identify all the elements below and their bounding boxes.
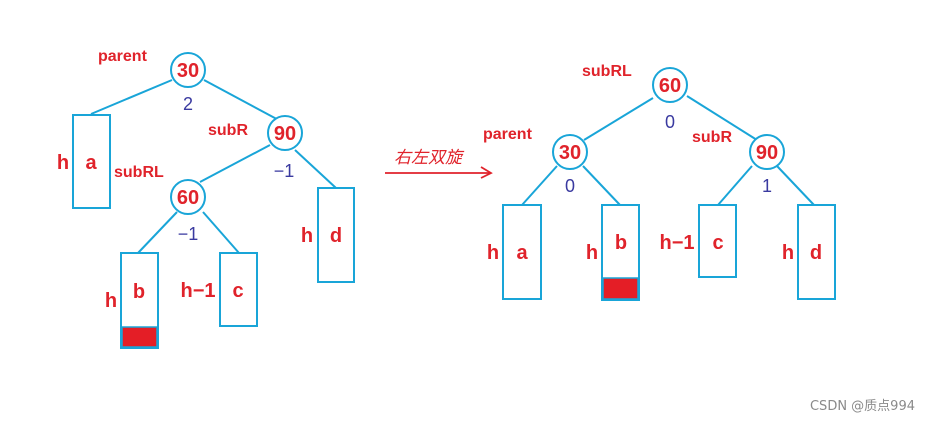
subtree-b-new-level bbox=[121, 326, 158, 348]
edge-60-90-after bbox=[686, 95, 758, 141]
svg-text:60: 60 bbox=[177, 187, 199, 209]
label-subRL-before: subRL bbox=[114, 164, 164, 181]
subtree-d-height: h bbox=[301, 225, 313, 247]
svg-text:90: 90 bbox=[274, 123, 296, 145]
edge-30-90 bbox=[203, 79, 287, 125]
svg-text:90: 90 bbox=[756, 142, 778, 164]
subtree-d-box-after bbox=[797, 204, 836, 300]
node-60-after: 60 bbox=[652, 67, 688, 103]
subtree-d-name: d bbox=[330, 225, 342, 247]
label-parent-after: parent bbox=[483, 126, 533, 143]
label-parent-before: parent bbox=[98, 48, 148, 65]
edge-30-b-after bbox=[582, 165, 621, 206]
edge-90-60 bbox=[199, 144, 271, 183]
edge-60-b bbox=[137, 211, 178, 254]
balance-30-after: 0 bbox=[565, 176, 575, 196]
transform-label: 右左双旋 bbox=[394, 148, 465, 168]
subtree-c-height: h−1 bbox=[180, 280, 215, 302]
svg-text:60: 60 bbox=[659, 75, 681, 97]
label-subR-before: subR bbox=[208, 122, 248, 139]
edge-90-d bbox=[294, 149, 337, 189]
subtree-b-new-level-after bbox=[602, 277, 639, 300]
subtree-c-name-after: c bbox=[712, 232, 723, 254]
edge-60-c bbox=[202, 211, 240, 254]
tree-before: a d b c h h h h−1 30 90 60 parent subR s… bbox=[57, 48, 355, 349]
balance-90-before: −1 bbox=[274, 161, 295, 181]
node-90-before: 90 bbox=[267, 115, 303, 151]
subtree-b-height: h bbox=[105, 290, 117, 312]
edge-90-d-after bbox=[776, 165, 815, 206]
subtree-d-height-after: h bbox=[782, 242, 794, 264]
balance-90-after: 1 bbox=[762, 176, 772, 196]
subtree-d-box bbox=[317, 187, 355, 283]
subtree-c-box-after bbox=[698, 204, 737, 278]
node-30-after: 30 bbox=[552, 134, 588, 170]
subtree-a-height-after: h bbox=[487, 242, 499, 264]
node-60-before: 60 bbox=[170, 179, 206, 215]
label-subRL-after: subRL bbox=[582, 63, 632, 80]
subtree-a-name-after: a bbox=[516, 242, 528, 264]
subtree-a-name: a bbox=[85, 152, 97, 174]
subtree-d-name-after: d bbox=[810, 242, 822, 264]
subtree-b-name: b bbox=[133, 281, 145, 303]
subtree-c-height-after: h−1 bbox=[659, 232, 694, 254]
label-subR-after: subR bbox=[692, 129, 732, 146]
edge-90-c-after bbox=[717, 165, 753, 206]
watermark: CSDN @质点994 bbox=[809, 399, 915, 414]
balance-60-before: −1 bbox=[178, 224, 199, 244]
edge-60-30-after bbox=[583, 97, 654, 141]
svg-text:30: 30 bbox=[559, 142, 581, 164]
edge-30-a bbox=[90, 79, 173, 115]
balance-60-after: 0 bbox=[665, 112, 675, 132]
svg-text:30: 30 bbox=[177, 60, 199, 82]
subtree-a-box bbox=[72, 114, 111, 209]
subtree-b-name-after: b bbox=[615, 232, 627, 254]
transform-arrow: 右左双旋 bbox=[385, 148, 493, 179]
subtree-a-height: h bbox=[57, 152, 69, 174]
edge-30-a-after bbox=[521, 165, 558, 206]
balance-30-before: 2 bbox=[183, 94, 193, 114]
subtree-c-box bbox=[219, 252, 258, 327]
subtree-a-box-after bbox=[502, 204, 542, 300]
node-90-after: 90 bbox=[749, 134, 785, 170]
tree-after: a b c d h h h−1 h 60 30 90 subRL parent … bbox=[483, 63, 836, 301]
subtree-c-name: c bbox=[232, 280, 243, 302]
node-30-before: 30 bbox=[170, 52, 206, 88]
subtree-b-height-after: h bbox=[586, 242, 598, 264]
arrow-head-icon bbox=[480, 166, 493, 179]
